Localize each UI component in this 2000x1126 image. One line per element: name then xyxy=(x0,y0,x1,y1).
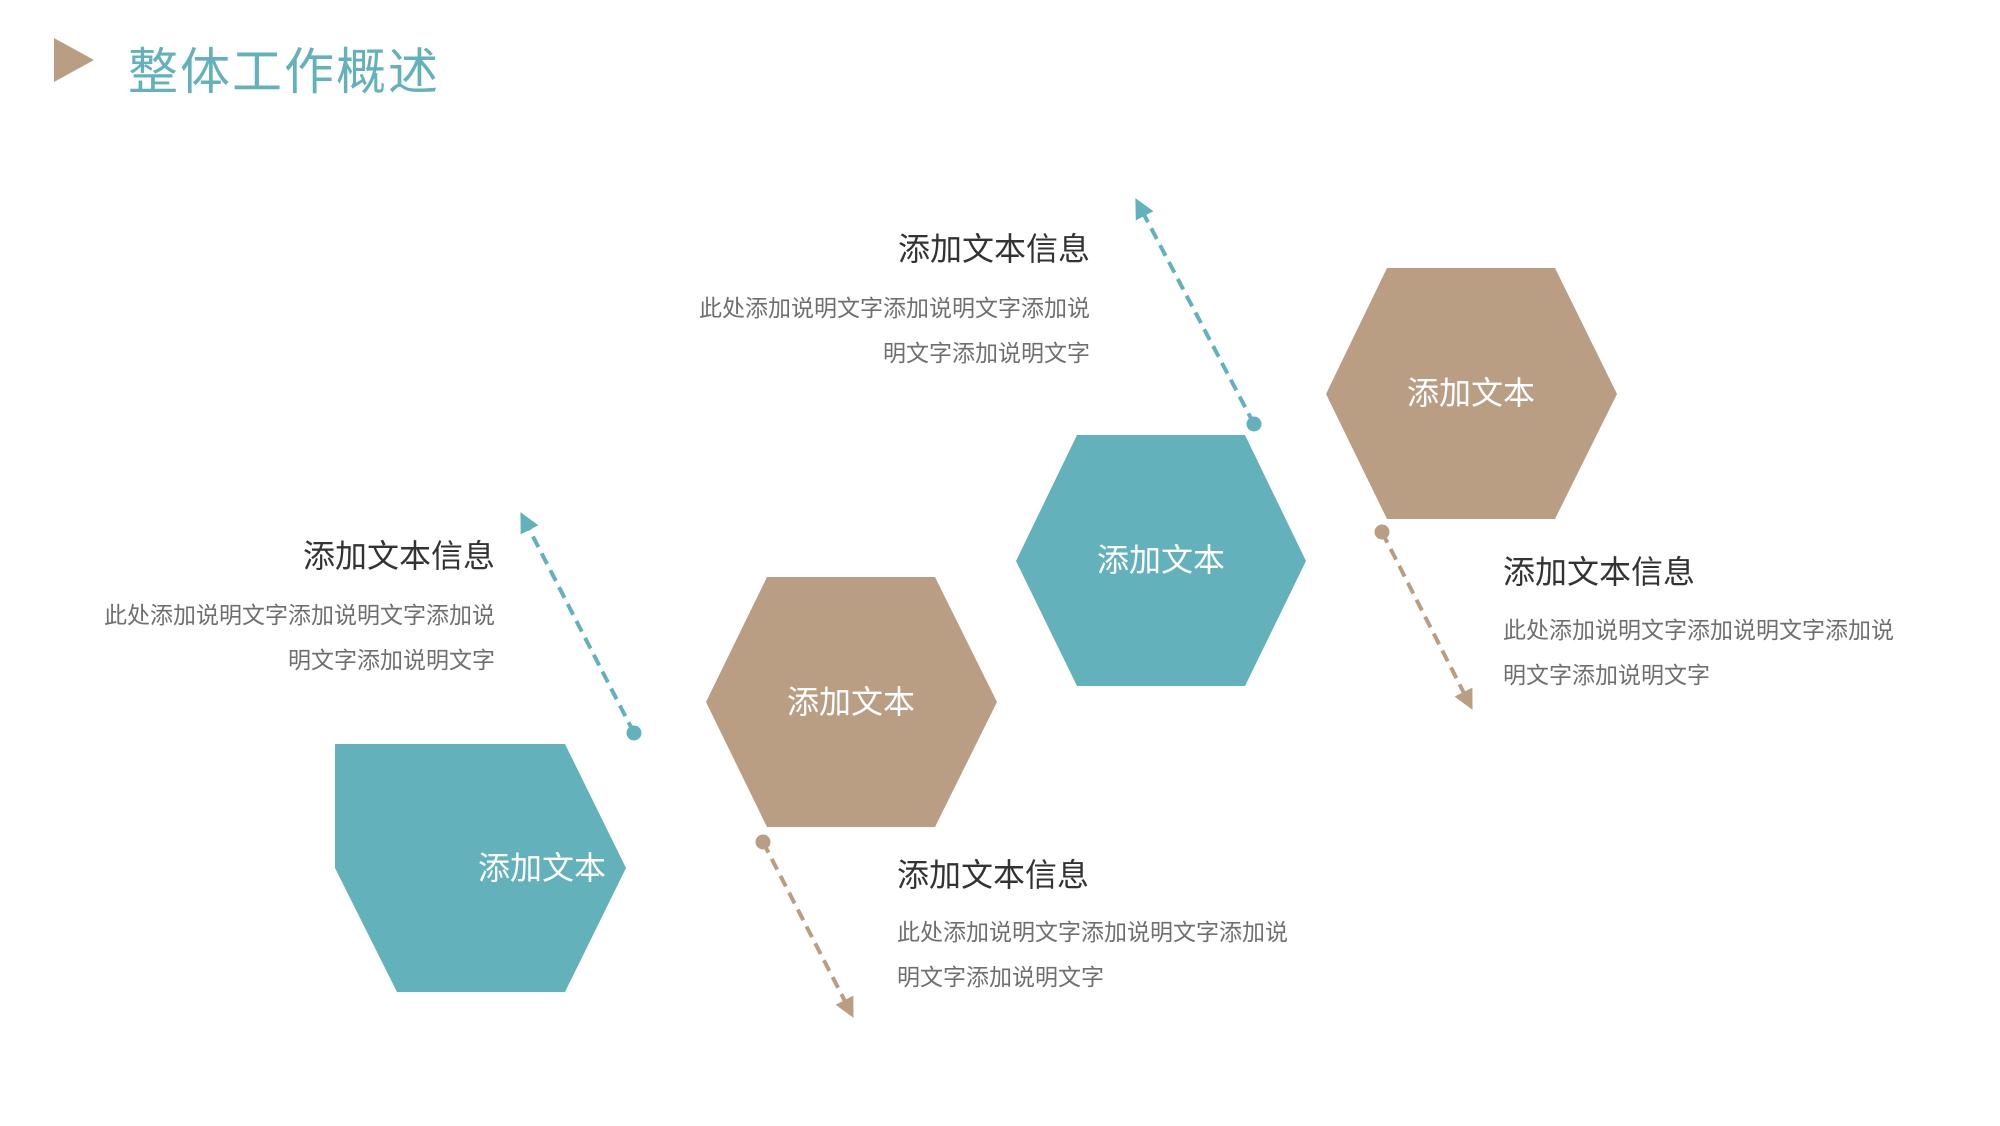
info-line: 明文字添加说明文字 xyxy=(897,965,1104,991)
hexagon-label: 添加文本 xyxy=(786,683,915,721)
hexagon-label: 添加文本 xyxy=(1096,541,1225,579)
hexagon-step-2 xyxy=(706,577,997,827)
hexagon-label: 添加文本 xyxy=(477,849,606,887)
title-triangle-icon xyxy=(54,38,94,82)
info-line: 明文字添加说明文字 xyxy=(288,648,495,674)
info-description: 此处添加说明文字添加说明文字添加说 明文字添加说明文字 xyxy=(897,911,1347,1001)
info-line: 明文字添加说明文字 xyxy=(883,341,1090,367)
info-line: 明文字添加说明文字 xyxy=(1503,663,1710,689)
hexagon-step-3 xyxy=(1016,435,1306,686)
info-description: 此处添加说明文字添加说明文字添加说 明文字添加说明文字 xyxy=(1503,609,1953,699)
info-description: 此处添加说明文字添加说明文字添加说 明文字添加说明文字 xyxy=(655,287,1090,377)
connector-2 xyxy=(755,834,854,1018)
info-title: 添加文本信息 xyxy=(302,537,495,575)
info-title: 添加文本信息 xyxy=(897,230,1090,268)
hexagon-label: 添加文本 xyxy=(1406,374,1535,412)
connector-3 xyxy=(1135,198,1262,432)
hexagon-step-4 xyxy=(1326,268,1617,519)
info-title: 添加文本信息 xyxy=(897,856,1090,894)
info-line: 此处添加说明文字添加说明文字添加说 xyxy=(897,920,1288,946)
hexagon-step-1 xyxy=(335,744,626,992)
info-description: 此处添加说明文字添加说明文字添加说 明文字添加说明文字 xyxy=(60,594,495,684)
info-line: 此处添加说明文字添加说明文字添加说 xyxy=(104,603,495,629)
info-line: 此处添加说明文字添加说明文字添加说 xyxy=(699,296,1090,322)
info-line: 此处添加说明文字添加说明文字添加说 xyxy=(1503,618,1894,644)
connector-1 xyxy=(520,512,642,741)
info-title: 添加文本信息 xyxy=(1503,553,1696,591)
page-title: 整体工作概述 xyxy=(128,43,440,101)
connector-4 xyxy=(1374,524,1473,710)
